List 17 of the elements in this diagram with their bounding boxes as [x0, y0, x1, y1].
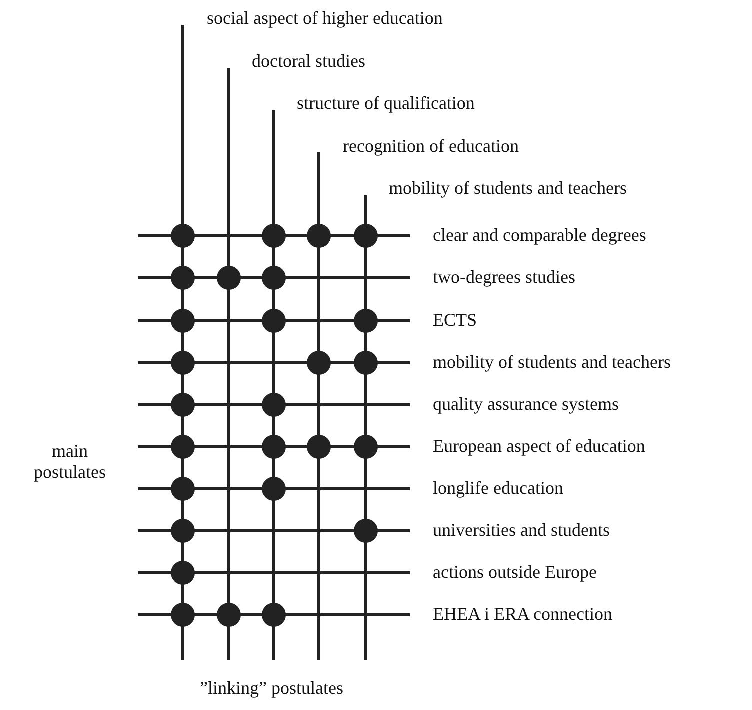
row-label: longlife education: [433, 478, 564, 499]
row-label: mobility of students and teachers: [433, 352, 671, 373]
row-label: quality assurance systems: [433, 394, 619, 415]
row-label: universities and students: [433, 520, 610, 541]
row-label: European aspect of education: [433, 436, 646, 457]
row-label: ECTS: [433, 310, 478, 331]
column-label: social aspect of higher education: [207, 8, 443, 29]
column-label: doctoral studies: [252, 51, 366, 72]
column-label: recognition of education: [343, 136, 519, 157]
axis-label: ”linking” postulates: [200, 678, 344, 699]
row-label: two-degrees studies: [433, 267, 576, 288]
column-label: mobility of students and teachers: [389, 178, 627, 199]
row-label: clear and comparable degrees: [433, 225, 646, 246]
axis-label: main postulates: [33, 441, 107, 483]
column-label: structure of qualification: [297, 93, 475, 114]
row-label: EHEA i ERA connection: [433, 604, 612, 625]
row-label: actions outside Europe: [433, 562, 597, 583]
